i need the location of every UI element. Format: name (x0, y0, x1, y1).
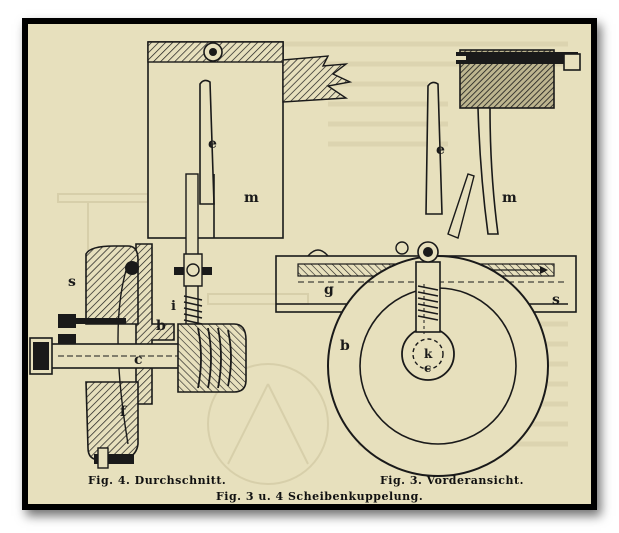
label-e-right: e (436, 142, 445, 158)
label-e-upper: e (208, 136, 217, 152)
label-f-left: f (120, 404, 127, 420)
label-c-left: c (134, 352, 143, 368)
label-g-right: g (324, 282, 334, 298)
front-view-drawing (275, 49, 581, 477)
section-drawing (29, 173, 247, 469)
label-b-left: b (156, 318, 166, 334)
caption-main: Fig. 3 u. 4 Scheibenkuppelung. (216, 490, 423, 503)
label-m-upper: m (244, 190, 259, 206)
label-b-right: b (340, 338, 350, 354)
label-m-right: m (502, 190, 517, 206)
label-c-right: c (424, 361, 431, 375)
label-i-left: i (171, 299, 176, 314)
upper-bracket (147, 41, 353, 239)
label-k-right: k (424, 347, 433, 361)
caption-fig3: Fig. 3. Vorderansicht. (380, 474, 524, 487)
label-s-right: s (552, 292, 560, 308)
picture-frame: e m (22, 18, 597, 510)
caption-fig4: Fig. 4. Durchschnitt. (88, 474, 226, 487)
engraving-plate: e m (28, 24, 591, 504)
label-s-left: s (68, 274, 76, 290)
engraving-drawing: e m (29, 41, 581, 503)
